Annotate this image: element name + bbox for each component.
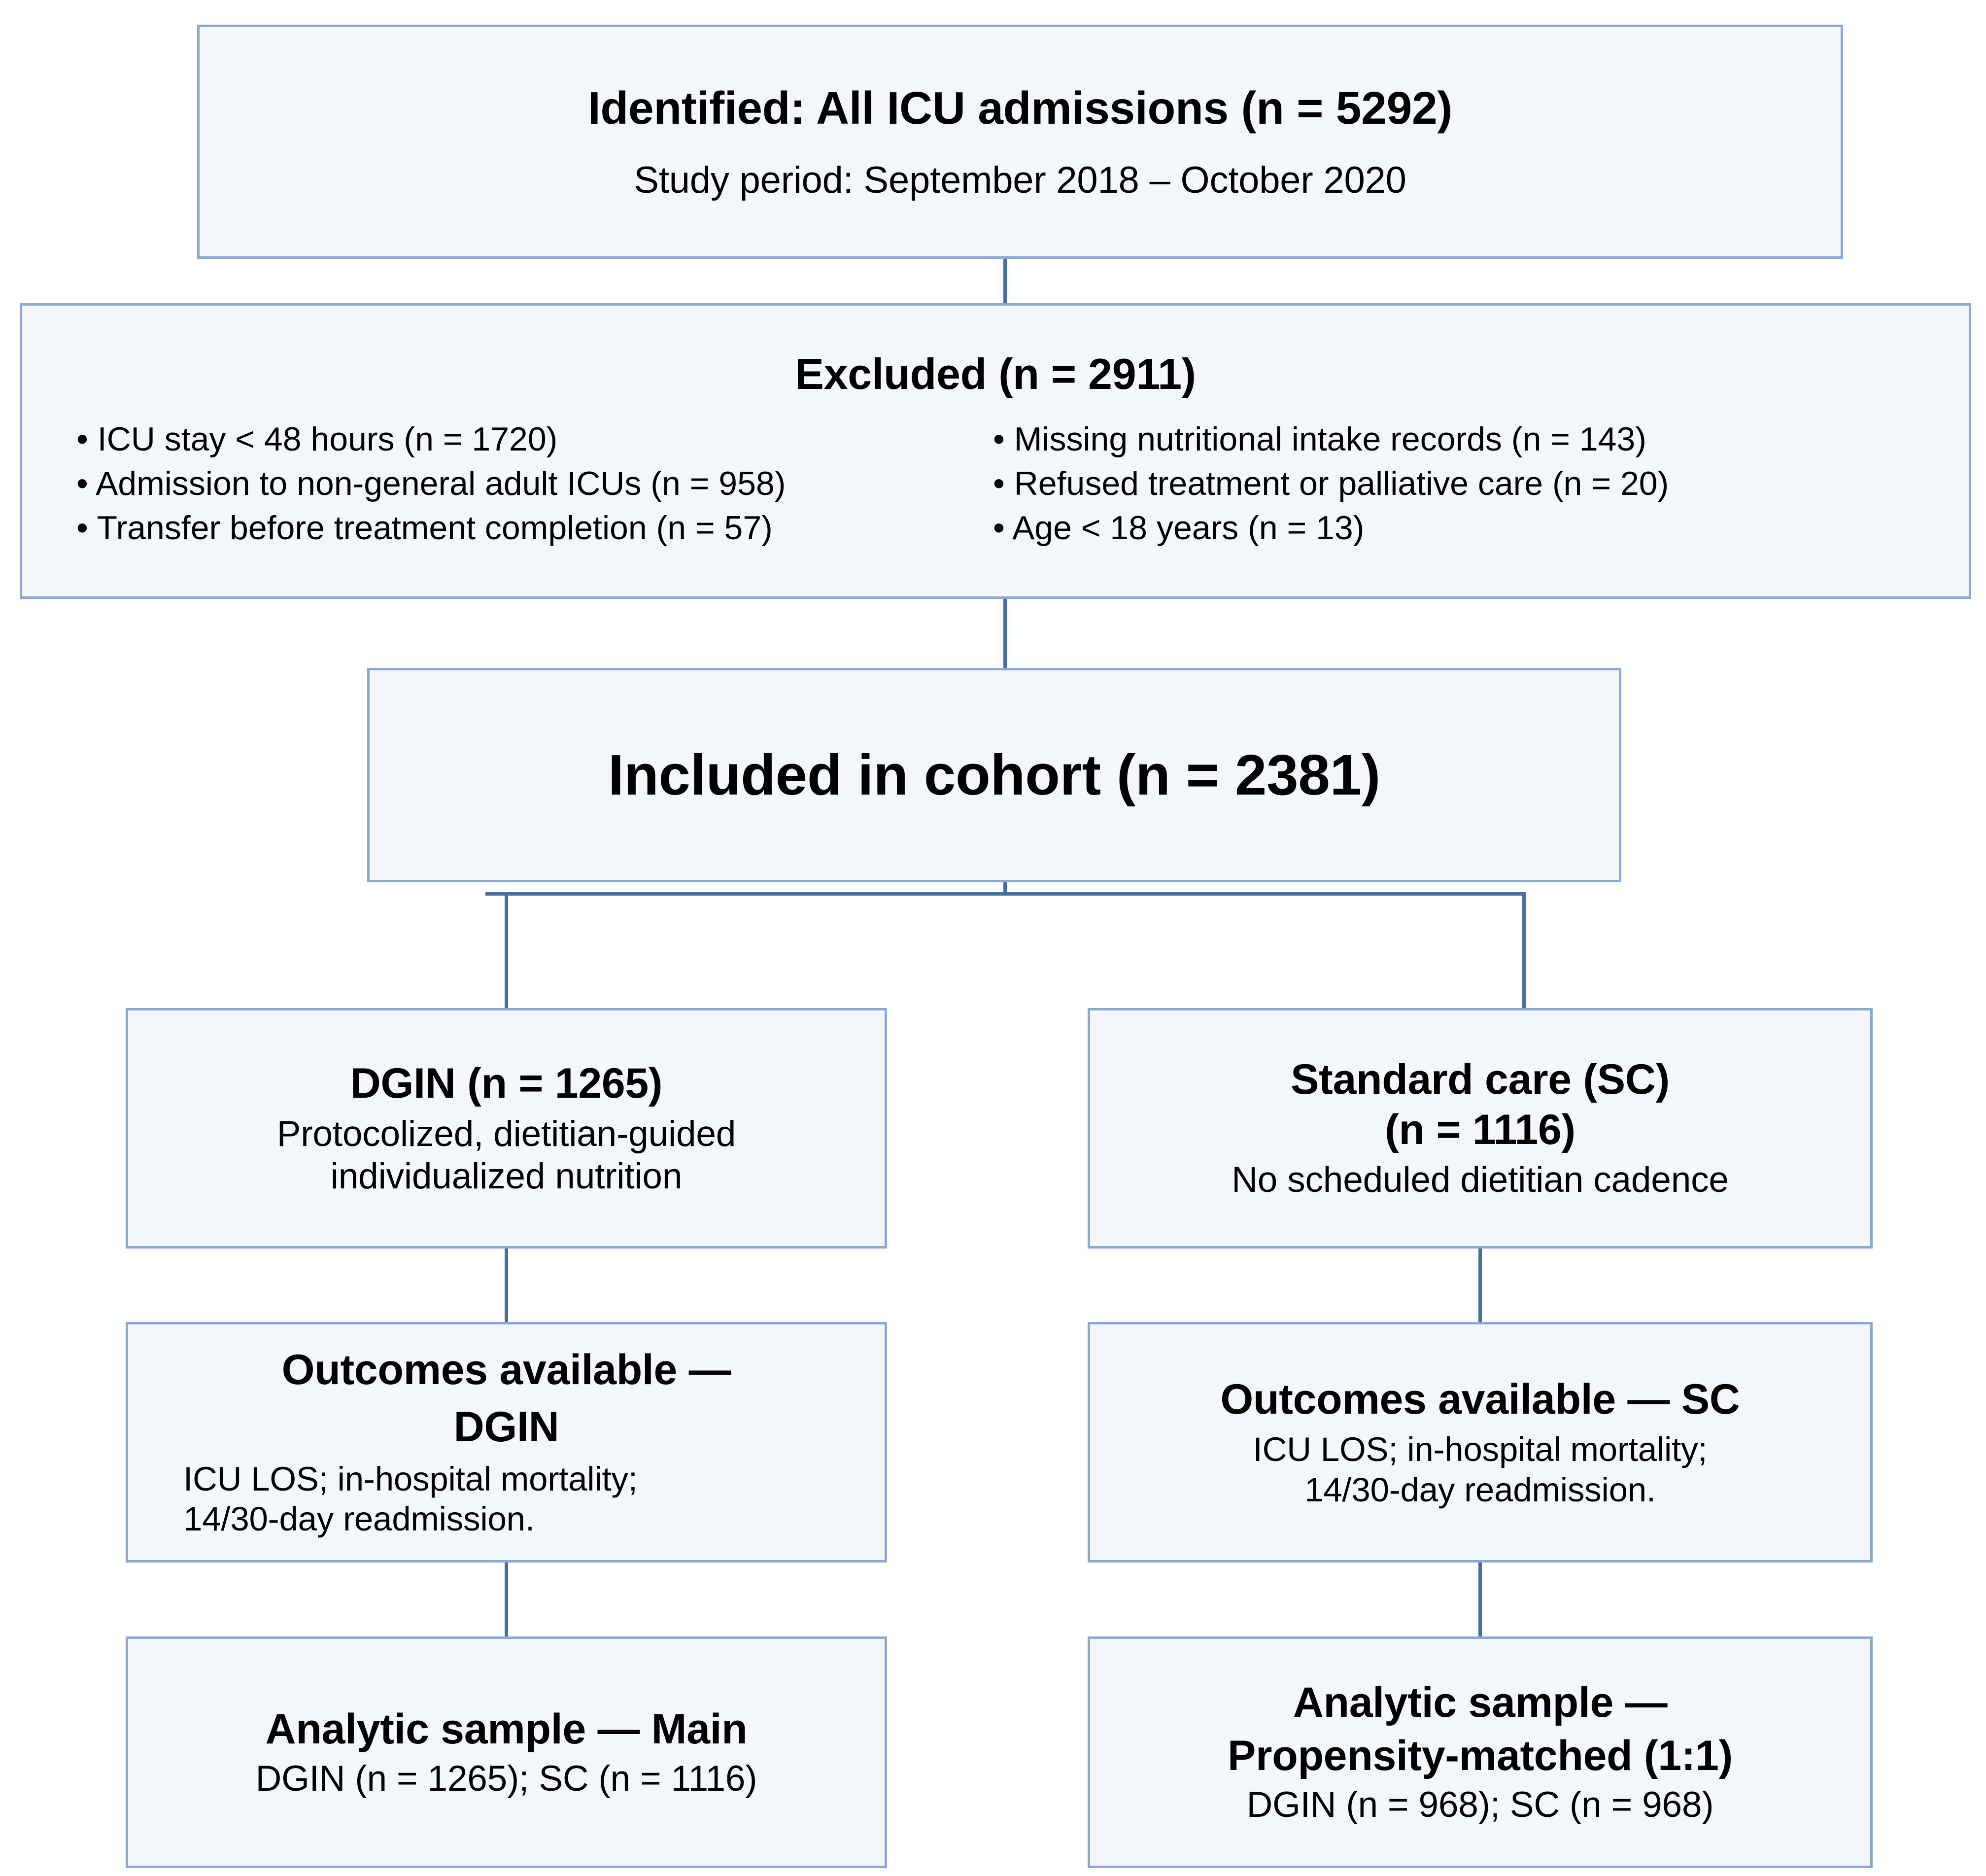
exclusion-reason-item: • Transfer before treatment completion (… xyxy=(76,509,773,547)
outcomes-sc-line1: ICU LOS; in-hospital mortality; xyxy=(1253,1430,1708,1469)
identified-title: Identified: All ICU admissions (n = 5292… xyxy=(587,82,1453,134)
node-excluded: Excluded (n = 2911) • ICU stay < 48 hour… xyxy=(20,303,1971,599)
exclusion-reason-item: • Missing nutritional intake records (n … xyxy=(993,420,1646,458)
node-analytic-sample-main: Analytic sample — Main DGIN (n = 1265); … xyxy=(126,1636,887,1868)
outcomes-sc-line2: 14/30-day readmission. xyxy=(1304,1470,1656,1509)
connector-outcomes-to-analytic-main xyxy=(505,1563,508,1638)
exclusion-reason-item: • Age < 18 years (n = 13) xyxy=(993,509,1365,547)
node-outcomes-dgin: Outcomes available — DGIN ICU LOS; in-ho… xyxy=(126,1322,887,1563)
connector-dgin-to-outcomes xyxy=(505,1249,508,1324)
excluded-reasons-left-column: • ICU stay < 48 hours (n = 1720) • Admis… xyxy=(76,417,993,550)
outcomes-dgin-line1: ICU LOS; in-hospital mortality; xyxy=(183,1460,638,1498)
node-included-in-cohort: Included in cohort (n = 2381) xyxy=(367,668,1621,882)
analytic-main-line1: DGIN (n = 1265); SC (n = 1116) xyxy=(255,1758,757,1799)
excluded-reasons-left-list: • ICU stay < 48 hours (n = 1720) • Admis… xyxy=(76,417,993,550)
connector-excluded-to-included xyxy=(1003,599,1007,668)
outcomes-dgin-title-line2: DGIN xyxy=(453,1403,559,1451)
connector-split-to-dgin xyxy=(505,892,508,1010)
outcomes-sc-title: Outcomes available — SC xyxy=(1220,1375,1740,1423)
node-analytic-sample-propensity-matched: Analytic sample — Propensity-matched (1:… xyxy=(1088,1636,1873,1868)
excluded-reasons-right-column: • Missing nutritional intake records (n … xyxy=(993,417,1910,550)
excluded-title: Excluded (n = 2911) xyxy=(795,349,1196,399)
analytic-psm-title-line2: Propensity-matched (1:1) xyxy=(1227,1732,1733,1779)
dgin-description-line2: individualized nutrition xyxy=(330,1156,683,1196)
sc-title-line2: (n = 1116) xyxy=(1385,1106,1575,1153)
sc-title-line1: Standard care (SC) xyxy=(1291,1056,1670,1104)
dgin-title: DGIN (n = 1265) xyxy=(350,1060,663,1108)
analytic-psm-title-line1: Analytic sample — xyxy=(1293,1679,1668,1727)
excluded-reason-columns: • ICU stay < 48 hours (n = 1720) • Admis… xyxy=(22,417,1969,550)
connector-sc-to-outcomes xyxy=(1478,1249,1482,1324)
node-identified: Identified: All ICU admissions (n = 5292… xyxy=(197,25,1843,259)
exclusion-reason-item: • Admission to non-general adult ICUs (n… xyxy=(76,465,786,503)
identified-subtitle: Study period: September 2018 – October 2… xyxy=(634,159,1406,201)
connector-identified-to-excluded xyxy=(1003,259,1007,303)
connector-included-to-split xyxy=(1003,882,1007,895)
node-outcomes-sc: Outcomes available — SC ICU LOS; in-hosp… xyxy=(1088,1322,1873,1563)
analytic-psm-line1: DGIN (n = 968); SC (n = 968) xyxy=(1246,1785,1714,1825)
outcomes-dgin-line2: 14/30-day readmission. xyxy=(183,1500,535,1538)
connector-split-to-sc xyxy=(1522,892,1526,1010)
connector-outcomes-to-analytic-propensity xyxy=(1478,1563,1482,1638)
included-title: Included in cohort (n = 2381) xyxy=(608,743,1381,807)
node-arm-dgin: DGIN (n = 1265) Protocolized, dietitian-… xyxy=(126,1008,887,1249)
connector-branch-split-bar xyxy=(485,892,1525,896)
node-arm-standard-care: Standard care (SC) (n = 1116) No schedul… xyxy=(1088,1008,1873,1249)
exclusion-reason-item: • ICU stay < 48 hours (n = 1720) xyxy=(76,420,558,458)
excluded-reasons-right-list: • Missing nutritional intake records (n … xyxy=(993,417,1910,550)
sc-description-line1: No scheduled dietitian cadence xyxy=(1232,1160,1729,1200)
dgin-description-line1: Protocolized, dietitian-guided xyxy=(276,1113,736,1154)
analytic-main-title: Analytic sample — Main xyxy=(265,1705,748,1753)
outcomes-dgin-title-line1: Outcomes available — xyxy=(281,1346,731,1394)
exclusion-reason-item: • Refused treatment or palliative care (… xyxy=(993,465,1669,503)
